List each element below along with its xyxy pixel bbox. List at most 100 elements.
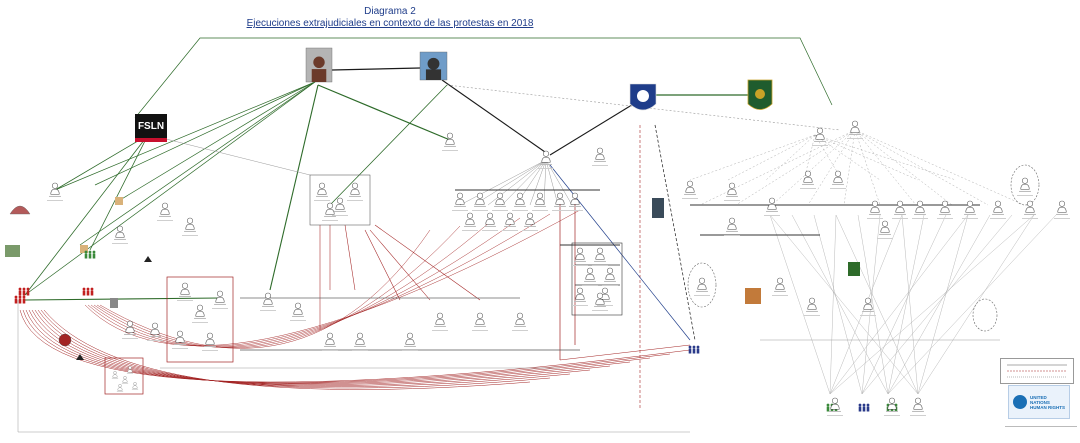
node-caption-mark — [1054, 218, 1070, 219]
node-caption-mark — [892, 218, 908, 219]
node-caption-mark — [724, 235, 740, 236]
node-caption-mark — [172, 348, 188, 349]
top-right-fan-line — [699, 129, 856, 206]
person-icon — [939, 200, 951, 215]
bottom-frame-line — [17, 300, 690, 433]
person-icon — [316, 182, 328, 197]
node-caption-mark — [867, 218, 883, 219]
node-caption-mark — [147, 340, 163, 341]
un-human-rights-logo: UNITED NATIONS HUMAN RIGHTS — [1008, 385, 1070, 419]
person-icon — [594, 292, 606, 307]
person-icon — [862, 297, 874, 312]
node-caption-mark — [352, 350, 368, 351]
person-icon — [514, 312, 526, 327]
diagram-title-line2: Ejecuciones extrajudiciales en contexto … — [246, 18, 534, 29]
node-caption-mark — [860, 315, 876, 316]
vp-left-line — [24, 81, 316, 296]
person-icon — [914, 200, 926, 215]
node-caption-mark — [192, 322, 208, 323]
fsln-line — [89, 134, 149, 251]
victims-left-line — [24, 297, 221, 301]
person-icon — [514, 192, 526, 207]
top-right-fan-line — [843, 129, 856, 206]
person-icon — [204, 332, 216, 347]
document-stack-icon — [745, 288, 761, 304]
vp-to-node-line — [317, 84, 451, 141]
victims-group-bottom-blue — [858, 403, 870, 412]
top-right-fan-line — [814, 134, 843, 181]
person-icon — [726, 217, 738, 232]
right-fan-line — [829, 214, 969, 395]
red-victim-line — [37, 309, 571, 387]
person-icon — [774, 277, 786, 292]
node-caption-mark — [592, 265, 608, 266]
node-caption-mark — [682, 198, 698, 199]
node-caption-mark — [522, 230, 538, 231]
police-fan-line — [473, 159, 547, 206]
node-caption-mark — [290, 320, 306, 321]
red-link-line — [559, 344, 691, 361]
node-caption-mark — [772, 295, 788, 296]
person-icon — [49, 182, 61, 197]
person-icon — [534, 192, 546, 207]
person-icon — [992, 200, 1004, 215]
top-right-fan-line — [814, 134, 919, 181]
top-right-fan-line — [814, 134, 957, 181]
person-icon — [149, 322, 161, 337]
person-icon — [474, 192, 486, 207]
right-fan-line — [769, 214, 831, 395]
person-icon — [964, 200, 976, 215]
right-fan-line — [887, 214, 991, 395]
red-center-line — [364, 229, 401, 301]
right-fan-line — [861, 214, 881, 395]
node-caption-mark — [538, 168, 554, 169]
person-icon — [869, 200, 881, 215]
node-caption-mark — [582, 285, 598, 286]
right-fan-line — [835, 214, 919, 395]
top-right-fan-line — [854, 129, 1025, 206]
node-caption-mark — [472, 330, 488, 331]
green-group — [84, 250, 96, 259]
node-caption-mark — [812, 145, 828, 146]
red-center-line — [374, 224, 481, 301]
person-icon — [829, 397, 841, 412]
person-icon — [574, 287, 586, 302]
top-right-fan-line — [814, 134, 881, 181]
president-to-police-line — [441, 79, 546, 153]
person-icon — [262, 292, 274, 307]
police-fan-line — [545, 159, 559, 206]
node-caption-mark — [552, 210, 568, 211]
legend-box — [1000, 358, 1074, 384]
person-icon — [849, 120, 861, 135]
node-caption-mark — [347, 200, 363, 201]
dashed-ellipse — [972, 298, 998, 332]
person-icon — [184, 217, 196, 232]
group-box — [104, 357, 144, 395]
red-center-line — [369, 229, 431, 301]
node-caption-mark — [402, 350, 418, 351]
node-caption-mark — [597, 305, 613, 306]
red-victim-line — [99, 229, 431, 349]
red-center-line — [344, 224, 356, 291]
presidents-link — [331, 67, 421, 71]
fsln-to-center-line — [149, 134, 311, 176]
node-caption-mark — [442, 150, 458, 151]
right-fan-line — [829, 214, 1035, 395]
fsln-line — [54, 134, 149, 191]
top-right-fan-line — [727, 134, 816, 181]
node-caption-mark — [910, 415, 926, 416]
person-icon — [1056, 200, 1068, 215]
node-caption-mark — [884, 415, 900, 416]
person-icon — [474, 312, 486, 327]
group-box — [309, 174, 371, 226]
person-icon — [126, 366, 134, 374]
node-caption-mark — [937, 218, 953, 219]
person-icon — [484, 212, 496, 227]
red-victim-line — [43, 309, 531, 390]
person-icon — [604, 267, 616, 282]
person-icon — [114, 225, 126, 240]
building-photo-icon — [5, 245, 20, 257]
node-caption-mark — [462, 230, 478, 231]
assembly-icon — [9, 205, 31, 215]
node-caption-mark — [260, 310, 276, 311]
